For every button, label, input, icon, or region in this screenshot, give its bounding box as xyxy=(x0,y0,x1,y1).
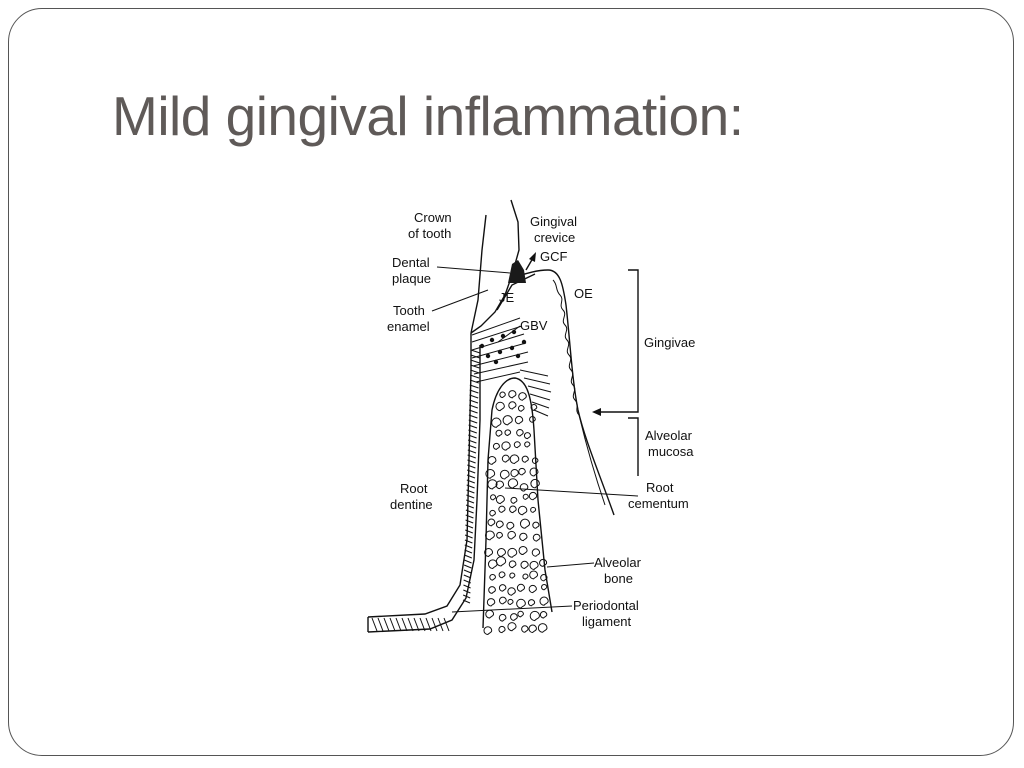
label-enamel-2: enamel xyxy=(387,319,430,334)
label-gingivae: Gingivae xyxy=(644,335,695,350)
dental-plaque xyxy=(508,260,526,283)
label-cementum-2: cementum xyxy=(628,496,689,511)
label-pdl-1: Periodontal xyxy=(573,598,639,613)
label-je: JE xyxy=(499,290,515,305)
label-enamel-1: Tooth xyxy=(393,303,425,318)
label-bone-1: Alveolar xyxy=(594,555,642,570)
label-crevice-1: Gingival xyxy=(530,214,577,229)
mucogingival-arrow xyxy=(592,408,628,416)
label-mucosa-2: mucosa xyxy=(648,444,694,459)
label-oe: OE xyxy=(574,286,593,301)
label-dentine-2: dentine xyxy=(390,497,433,512)
root-dentine xyxy=(367,333,481,633)
label-dentine-1: Root xyxy=(400,481,428,496)
label-crown-1: Crown xyxy=(414,210,452,225)
label-mucosa-1: Alveolar xyxy=(645,428,693,443)
label-bone-2: bone xyxy=(604,571,633,586)
label-gbv: GBV xyxy=(520,318,548,333)
gcf-arrow xyxy=(525,252,536,271)
mucosa-bracket xyxy=(628,417,639,476)
slide-title: Mild gingival inflammation: xyxy=(112,85,744,147)
label-gcf: GCF xyxy=(540,249,568,264)
gingiva xyxy=(496,269,615,516)
label-crown-2: of tooth xyxy=(408,226,451,241)
leader-lines xyxy=(431,266,639,613)
label-pdl-2: ligament xyxy=(582,614,632,629)
tooth-crown xyxy=(470,199,520,334)
label-plaque-1: Dental xyxy=(392,255,430,270)
gingival-fibres xyxy=(471,317,552,417)
slide-frame xyxy=(8,8,1014,756)
gingivae-bracket xyxy=(628,269,639,413)
label-plaque-2: plaque xyxy=(392,271,431,286)
alveolar-bone xyxy=(482,377,553,635)
label-crevice-2: crevice xyxy=(534,230,575,245)
label-cementum-1: Root xyxy=(646,480,674,495)
